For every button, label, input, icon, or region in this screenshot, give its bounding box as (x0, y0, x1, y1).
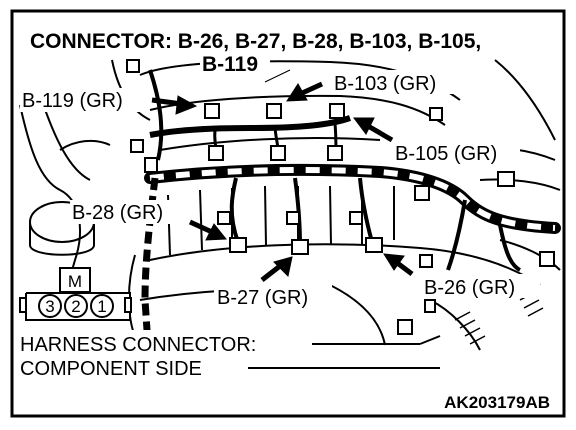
label-b26: B-26 (GR) (424, 277, 515, 299)
header-title: CONNECTOR: B-26, B-27, B-28, B-103, B-10… (30, 30, 481, 53)
harness-connectors (126, 59, 555, 335)
arrow-b119 (175, 95, 198, 115)
header-line2-bg (200, 53, 270, 75)
diagram-border (10, 9, 566, 418)
label-bg-b119 (20, 88, 146, 112)
side-connector-b (130, 139, 144, 153)
harness-connector-right-c (497, 171, 515, 187)
connector-pin-3: 3 (45, 297, 54, 316)
label-bg-b103 (330, 70, 458, 94)
arrow-b105 (353, 117, 375, 135)
injector-connector-1 (208, 145, 224, 161)
injector-connector-2 (270, 145, 286, 161)
connector-pin-2: 2 (71, 297, 80, 316)
connector-top-pin: M (68, 272, 82, 291)
harness-connector-bottom-b (424, 299, 436, 313)
label-b28: B-28 (GR) (72, 202, 163, 224)
label-b105: B-105 (GR) (395, 143, 497, 165)
injector-connector-3 (327, 145, 343, 161)
arrow-b27 (273, 256, 293, 278)
side-connector-a (144, 157, 158, 173)
label-b27: B-27 (GR) (217, 287, 308, 309)
side-connector-c (126, 59, 140, 73)
harness-connector-bottom-a (397, 319, 413, 335)
connector-face-icon (19, 267, 132, 321)
connector-pin-1: 1 (97, 297, 106, 316)
arrow-b26 (383, 253, 405, 271)
footer-bg (18, 330, 314, 380)
connector-b26-body (365, 237, 383, 253)
connector-latch (59, 267, 91, 293)
connector-b103-body (329, 103, 345, 119)
label-b119: B-119 (GR) (22, 90, 123, 112)
pin-3-icon (38, 294, 62, 318)
harness-label-leader-tip (419, 335, 441, 345)
header-title-line2: B-119 (202, 53, 258, 76)
injector-lower-2 (286, 211, 300, 225)
connector-b103-upper (266, 103, 282, 119)
harness-connector-right-a (414, 185, 430, 201)
component-side-label: COMPONENT SIDE (20, 358, 202, 380)
label-bg-b105 (392, 140, 520, 164)
figure-id: AK203179AB (444, 393, 550, 412)
connector-b119-body (204, 103, 220, 119)
arrow-b103-upper (286, 83, 308, 102)
harness-connector-right-e (539, 251, 555, 267)
harness-connector-label: HARNESS CONNECTOR: (20, 334, 256, 356)
arrow-b28 (205, 223, 228, 241)
pin-2-icon (64, 294, 88, 318)
injector-lower-1 (217, 211, 231, 225)
callout-arrows (151, 69, 414, 282)
label-bg-b27 (214, 284, 332, 308)
label-bg-b28 (70, 200, 188, 224)
pin-1-icon (90, 294, 114, 318)
harness-connector-right-b (429, 107, 443, 121)
connector-b28-body (229, 237, 247, 253)
connector-side-tab (124, 297, 132, 313)
header-bg (26, 25, 558, 53)
wiring-harness (141, 69, 561, 346)
label-b103: B-103 (GR) (334, 73, 436, 95)
label-bg-b26 (420, 274, 540, 298)
injector-lower-3 (349, 211, 363, 225)
harness-connector-right-d (419, 254, 433, 268)
connector-b27-body (291, 239, 309, 255)
